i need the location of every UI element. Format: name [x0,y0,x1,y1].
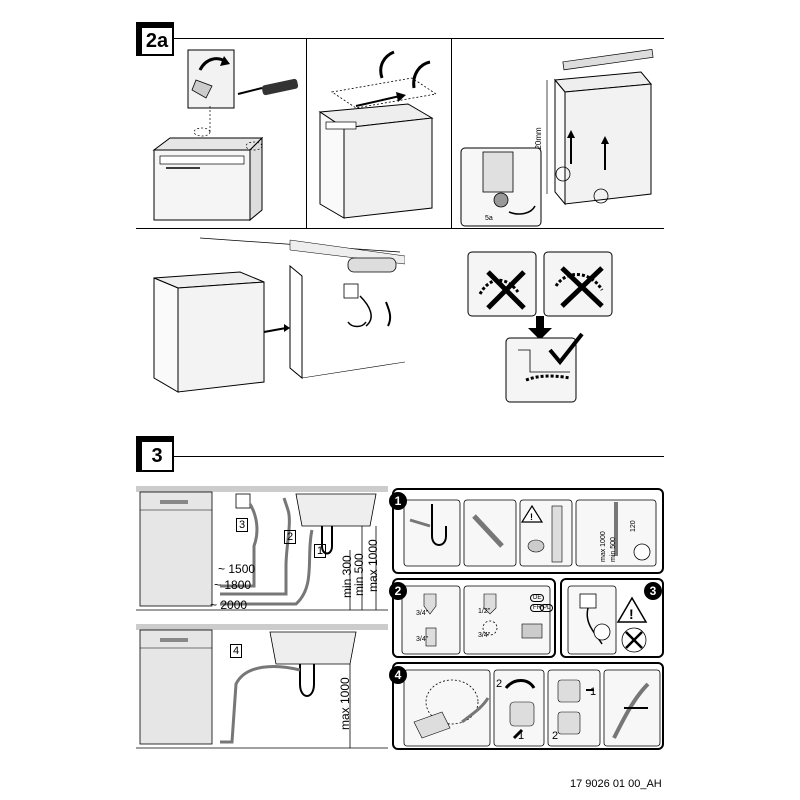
svg-text:!: ! [530,512,533,522]
drain-hose-fitting-illustrations [403,669,661,747]
country-badge: PL [540,604,554,612]
hose-length-1500: ~ 1500 [218,562,256,576]
instruction-panel-2: 3/4" 3/4" 1/2" 3/4" DE FR PL [392,578,556,658]
divider [306,38,307,228]
hose-length-2000: ~ 2000 [210,598,248,612]
substep-label: 1 [518,730,525,742]
country-badge: DE [530,594,545,602]
figure-height-adjustment: 820mm 5a [460,48,654,227]
electrical-warning-illustration: ! [567,585,648,655]
panel-1-height-max-1000: max 1000 [600,531,607,562]
step-number: 3 [151,444,163,467]
callout-1: 1 [314,544,327,558]
figure-top-lift-off [318,50,438,219]
callout-3: 3 [236,518,249,532]
height-min-500: min 500 [352,553,366,596]
thread-label: 1/2" [478,608,491,615]
figure-top-removal-detail [152,49,299,222]
figure-hose-routing-correct-incorrect [467,251,613,403]
divider [451,38,452,228]
thread-label: 3/4" [478,632,491,639]
step-badge-3: 3 [136,436,174,472]
step-number: 2a [145,29,169,52]
substep-label: 2 [552,730,559,742]
panel-1-height-min-500: min 500 [610,537,617,562]
height-max-1000: max 1000 [338,677,352,730]
section-2a-top-rule [174,38,664,39]
height-max-1000: max 1000 [366,539,380,592]
callout-2: 2 [284,530,297,544]
callout-4: 4 [230,644,243,658]
substep-label: 1 [590,686,597,698]
substep-label: 2 [496,678,503,690]
instruction-panel-1: ! max 1000 min 500 120 [392,488,664,574]
hose-length-1800: ~ 1800 [214,578,252,592]
panel-number-4: 4 [389,666,407,684]
svg-text:!: ! [629,606,634,622]
section-3-top-rule [174,456,664,457]
instruction-panel-4: 2 1 1 2 [392,662,664,750]
drain-siphon-illustrations: ! [403,499,657,567]
figure-drain-connection [136,624,388,749]
small-callout: 5a [485,215,493,222]
connector-illustrations [401,585,551,655]
thread-label: 3/4" [416,636,429,643]
figure-niche-installation [153,237,405,393]
panel-number-1: 1 [389,492,407,510]
panel-1-height-120: 120 [630,520,637,532]
document-code: 17 9026 01 00_AH [570,778,662,790]
height-820mm-label: 820mm [534,127,543,154]
panel-number-2: 2 [389,582,407,600]
section-2a-middle-rule [136,228,664,229]
panel-number-3: 3 [644,582,662,600]
figure-connection-overview [136,486,388,611]
thread-label: 3/4" [416,610,429,617]
step-badge-2a: 2a [136,22,174,56]
